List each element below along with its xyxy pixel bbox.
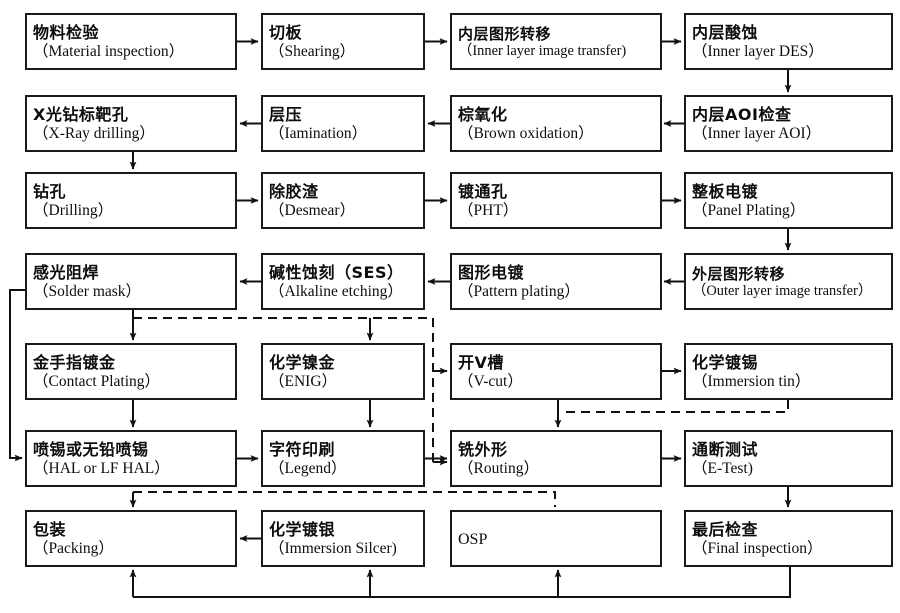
node-label-en: OSP <box>458 530 488 548</box>
node-label-en: （Solder mask） <box>33 283 142 301</box>
edge-dashed-bus-row7 <box>133 491 556 507</box>
process-node-pattern_plating[interactable]: 图形电镀（Pattern plating） <box>450 253 662 310</box>
node-label-zh: 感光阻焊 <box>33 263 100 283</box>
edge-solder-mask-to-hal-loop <box>9 289 25 462</box>
node-label-zh: 层压 <box>269 105 303 125</box>
node-label-en: （Inner layer DES） <box>692 43 824 61</box>
process-node-enig[interactable]: 化学镍金（ENIG） <box>261 343 425 400</box>
node-label-zh: 棕氧化 <box>458 105 508 125</box>
node-label-zh: 包装 <box>33 520 67 540</box>
process-node-immersion_tin[interactable]: 化学镀锡（Immersion tin） <box>684 343 893 400</box>
process-node-alkaline_etching[interactable]: 碱性蚀刻（SES）（Alkaline etching） <box>261 253 425 310</box>
process-node-xray_drilling[interactable]: X光钻标靶孔（X-Ray drilling） <box>25 95 237 152</box>
process-node-material_inspection[interactable]: 物料检验（Material inspection） <box>25 13 237 70</box>
process-node-final_inspection[interactable]: 最后检查（Final inspection） <box>684 510 893 567</box>
node-label-en: （Shearing） <box>269 43 356 61</box>
process-node-osp[interactable]: OSP <box>450 510 662 567</box>
node-label-en: （Iamination） <box>269 125 368 143</box>
node-label-zh: 开V槽 <box>458 353 504 373</box>
node-label-zh: 内层AOI检查 <box>692 105 792 125</box>
node-label-zh: 化学镀银 <box>269 520 336 540</box>
node-label-en: （Inner layer AOI） <box>692 125 822 143</box>
node-label-en: （Material inspection） <box>33 43 185 61</box>
node-label-zh: 切板 <box>269 23 303 43</box>
node-label-zh: 外层图形转移 <box>692 264 786 283</box>
node-label-en: （Pattern plating） <box>458 283 580 301</box>
process-node-e_test[interactable]: 通断测试（E-Test) <box>684 430 893 487</box>
node-label-zh: 喷锡或无铅喷锡 <box>33 440 149 460</box>
edge-immersion-tin-to-routing-dashed <box>560 400 789 413</box>
process-node-hal[interactable]: 喷锡或无铅喷锡（HAL or LF HAL） <box>25 430 237 487</box>
node-label-en: （E-Test) <box>692 460 753 478</box>
node-label-en: （Desmear） <box>269 202 356 220</box>
process-node-desmear[interactable]: 除胶渣（Desmear） <box>261 172 425 229</box>
node-label-zh: 图形电镀 <box>458 263 525 283</box>
process-node-shearing[interactable]: 切板（Shearing） <box>261 13 425 70</box>
node-label-en: （Inner layer image transfer) <box>458 43 627 60</box>
node-label-zh: 金手指镀金 <box>33 353 116 373</box>
node-label-en: （Outer layer image transfer） <box>692 283 873 300</box>
node-label-en: （Alkaline etching） <box>269 283 403 301</box>
process-node-brown_oxidation[interactable]: 棕氧化（Brown oxidation） <box>450 95 662 152</box>
node-label-en: （Immersion Silcer) <box>269 540 397 558</box>
edge-bottom-return-bus <box>133 567 791 598</box>
node-label-en: （PHT） <box>458 202 519 220</box>
node-label-zh: 最后检查 <box>692 520 759 540</box>
node-label-en: （HAL or LF HAL） <box>33 460 170 478</box>
node-label-en: （V-cut） <box>458 373 523 391</box>
process-node-drilling[interactable]: 钻孔（Drilling） <box>25 172 237 229</box>
node-label-en: （Final inspection） <box>692 540 823 558</box>
process-node-legend[interactable]: 字符印刷（Legend） <box>261 430 425 487</box>
process-node-routing[interactable]: 铣外形（Routing） <box>450 430 662 487</box>
node-label-en: （X-Ray drilling） <box>33 125 155 143</box>
process-node-lamination[interactable]: 层压（Iamination） <box>261 95 425 152</box>
process-node-pht[interactable]: 镀通孔（PHT） <box>450 172 662 229</box>
node-label-en: （Brown oxidation） <box>458 125 594 143</box>
node-label-zh: 整板电镀 <box>692 182 759 202</box>
process-node-contact_plating[interactable]: 金手指镀金（Contact Plating） <box>25 343 237 400</box>
node-label-zh: 钻孔 <box>33 182 67 202</box>
node-label-zh: 内层图形转移 <box>458 24 552 43</box>
process-node-v_cut[interactable]: 开V槽（V-cut） <box>450 343 662 400</box>
node-label-zh: 化学镀锡 <box>692 353 759 373</box>
node-label-en: （Legend） <box>269 460 347 478</box>
node-label-zh: 除胶渣 <box>269 182 319 202</box>
node-label-en: （Drilling） <box>33 202 114 220</box>
node-label-zh: 物料检验 <box>33 23 100 43</box>
node-label-zh: X光钻标靶孔 <box>33 105 129 125</box>
node-label-zh: 碱性蚀刻（SES） <box>269 263 404 283</box>
node-label-en: （Packing） <box>33 540 114 558</box>
process-node-inner_layer_aoi[interactable]: 内层AOI检查（Inner layer AOI） <box>684 95 893 152</box>
node-label-zh: 通断测试 <box>692 440 759 460</box>
node-label-en: （ENIG） <box>269 373 338 391</box>
process-node-immersion_silver[interactable]: 化学镀银（Immersion Silcer) <box>261 510 425 567</box>
node-label-zh: 化学镍金 <box>269 353 336 373</box>
process-node-packing[interactable]: 包装（Packing） <box>25 510 237 567</box>
process-node-solder_mask[interactable]: 感光阻焊（Solder mask） <box>25 253 237 310</box>
node-label-zh: 铣外形 <box>458 440 508 460</box>
process-node-outer_layer_image_transfer[interactable]: 外层图形转移（Outer layer image transfer） <box>684 253 893 310</box>
node-label-en: （Panel Plating） <box>692 202 806 220</box>
node-label-en: （Contact Plating） <box>33 373 161 391</box>
node-label-zh: 镀通孔 <box>458 182 508 202</box>
node-label-zh: 字符印刷 <box>269 440 336 460</box>
process-node-panel_plating[interactable]: 整板电镀（Panel Plating） <box>684 172 893 229</box>
node-label-en: （Routing） <box>458 460 539 478</box>
process-node-inner_layer_image_transfer[interactable]: 内层图形转移（Inner layer image transfer) <box>450 13 662 70</box>
node-label-zh: 内层酸蚀 <box>692 23 759 43</box>
process-node-inner_layer_des[interactable]: 内层酸蚀（Inner layer DES） <box>684 13 893 70</box>
node-label-en: （Immersion tin） <box>692 373 811 391</box>
